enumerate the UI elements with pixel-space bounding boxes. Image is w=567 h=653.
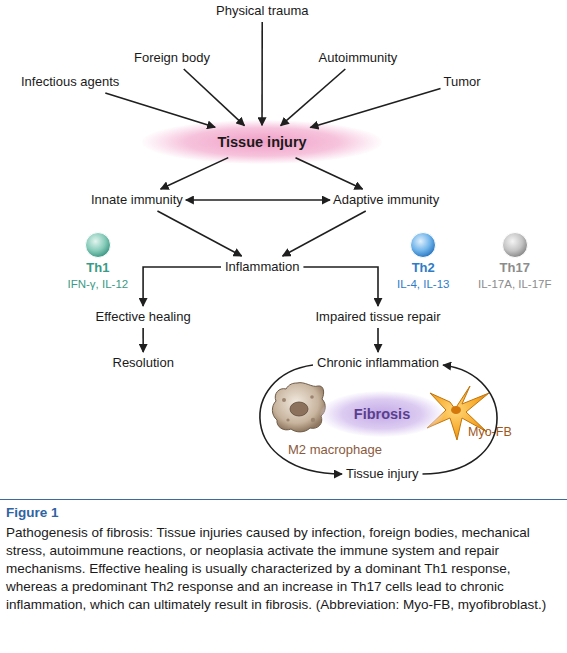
node-text: Autoimmunity (319, 50, 398, 66)
process-text: Impaired tissue repair (316, 309, 441, 325)
flow-arrow (303, 267, 378, 306)
flow-arrow (143, 267, 221, 306)
node-text: Tissue injury (346, 466, 418, 482)
node-text: Chronic inflammation (317, 355, 439, 371)
cell-circle (501, 231, 529, 259)
node-text: Th17 (478, 260, 552, 276)
glow-ellipse: Fibrosis (320, 391, 444, 437)
macrophage-cell (272, 383, 325, 432)
cause-text: Foreign body (134, 50, 210, 66)
cause-text: Physical trauma (216, 3, 308, 19)
node-text: Resolution (113, 355, 174, 371)
flow-arrow (281, 69, 346, 126)
node-text: Inflammation (225, 259, 299, 275)
node-text: Th2 (397, 260, 449, 276)
figure-number: Figure 1 (6, 505, 59, 520)
glow-ellipse: Tissue injury (142, 120, 382, 164)
flow-arrow (283, 211, 366, 256)
flow-arrow (377, 328, 379, 352)
caption-rule (0, 499, 567, 500)
t-cell-icon: Th2IL-4, IL-13 (397, 231, 449, 292)
flow-arrow (184, 69, 245, 126)
cell-circle (409, 231, 437, 259)
process-text: Innate immunity (91, 192, 183, 208)
figure-caption: Pathogenesis of fibrosis: Tissue injurie… (6, 524, 562, 614)
cell-circle (84, 231, 112, 259)
process-text: Effective healing (96, 309, 191, 325)
process-text: Resolution (113, 355, 174, 371)
flow-arrow (186, 199, 330, 201)
cell-label: Myo-FB (468, 425, 512, 439)
cause-text: Tumor (444, 74, 481, 90)
node-subtext: IL-4, IL-13 (397, 276, 449, 292)
flow-arrow (261, 22, 263, 125)
cell-circle-shape (502, 233, 527, 258)
node-text: Foreign body (134, 50, 210, 66)
process-text: Inflammation (225, 259, 299, 275)
node-text: Infectious agents (21, 74, 119, 90)
node-text: Fibrosis (354, 406, 410, 422)
node-text: Adaptive immunity (333, 192, 439, 208)
node-text: Effective healing (96, 309, 191, 325)
process-text: Tissue injury (346, 466, 418, 482)
node-text: Tumor (444, 74, 481, 90)
cause-text: Infectious agents (21, 74, 119, 90)
cell-label: M2 macrophage (288, 442, 382, 457)
node-text: Th1 (68, 260, 129, 276)
flow-arrow (310, 88, 440, 127)
node-text: Impaired tissue repair (316, 309, 441, 325)
node-text: Physical trauma (216, 3, 308, 19)
process-text: Adaptive immunity (333, 192, 439, 208)
flow-arrow (157, 211, 241, 256)
t-cell-icon: Th1IFN-γ, IL-12 (68, 231, 129, 292)
node-text: Innate immunity (91, 192, 183, 208)
process-text: Chronic inflammation (317, 355, 439, 371)
node-subtext: IFN-γ, IL-12 (68, 276, 129, 292)
node-subtext: IL-17A, IL-17F (478, 276, 552, 292)
node-text: Tissue injury (217, 134, 306, 150)
cell-circle-shape (85, 233, 110, 258)
t-cell-icon: Th17IL-17A, IL-17F (478, 231, 552, 292)
cell-circle-shape (411, 233, 436, 258)
flow-arrow (142, 328, 144, 352)
cause-text: Autoimmunity (319, 50, 398, 66)
flow-arrow (105, 93, 215, 127)
